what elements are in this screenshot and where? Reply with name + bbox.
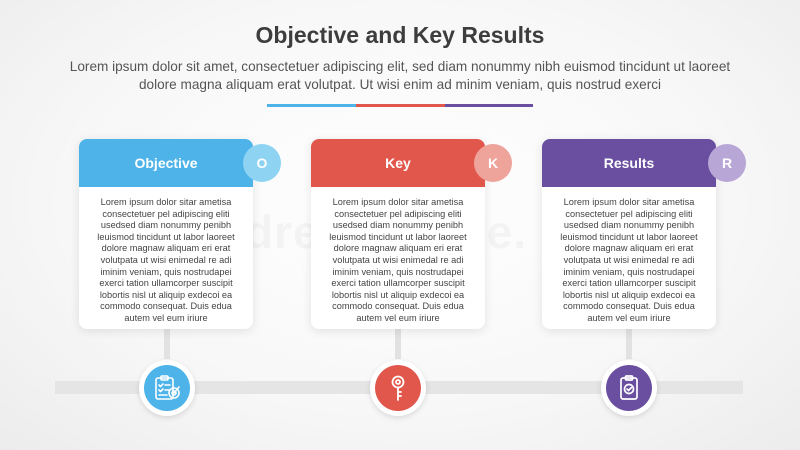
connector-objective [164,329,170,359]
letter-results: R [721,155,733,171]
card-title-key: Key [385,155,411,171]
icon-ring-objective [139,360,195,416]
page-title: Objective and Key Results [255,22,545,48]
letter-objective: O [256,155,268,171]
connector-key [395,329,401,359]
card-header-key: Key [311,139,485,187]
letter-badge-key: K [474,144,512,182]
icon-circle-results [606,365,652,411]
card-results: Results Lorem ipsum dolor sitar ametisa … [542,139,716,329]
card-header-results: Results [542,139,716,187]
checklist-clipboard-icon [620,375,638,400]
card-objective: Objective Lorem ipsum dolor sitar ametis… [79,139,253,329]
divider-results [445,104,533,107]
connector-results [626,329,632,359]
letter-badge-results: R [708,144,746,182]
card-key: Key Lorem ipsum dolor sitar ametisa cons… [311,139,485,329]
key-icon [391,375,405,401]
card-text-objective: Lorem ipsum dolor sitar ametisa consecte… [97,197,235,323]
icon-ring-results [601,360,657,416]
letter-badge-objective: O [243,144,281,182]
letter-key: K [487,155,499,171]
icon-ring-key [370,360,426,416]
icon-circle-key [375,365,421,411]
divider-objective [267,104,356,107]
clipboard-target-icon [155,375,180,400]
card-title-objective: Objective [134,155,198,171]
card-text-results: Lorem ipsum dolor sitar ametisa consecte… [560,197,698,323]
card-title-results: Results [603,155,655,171]
icon-circle-objective [144,365,190,411]
card-header-objective: Objective [79,139,253,187]
divider-key [356,104,445,107]
card-text-key: Lorem ipsum dolor sitar ametisa consecte… [329,197,467,323]
page-subtitle: Lorem ipsum dolor sit amet, consectetuer… [69,59,731,92]
